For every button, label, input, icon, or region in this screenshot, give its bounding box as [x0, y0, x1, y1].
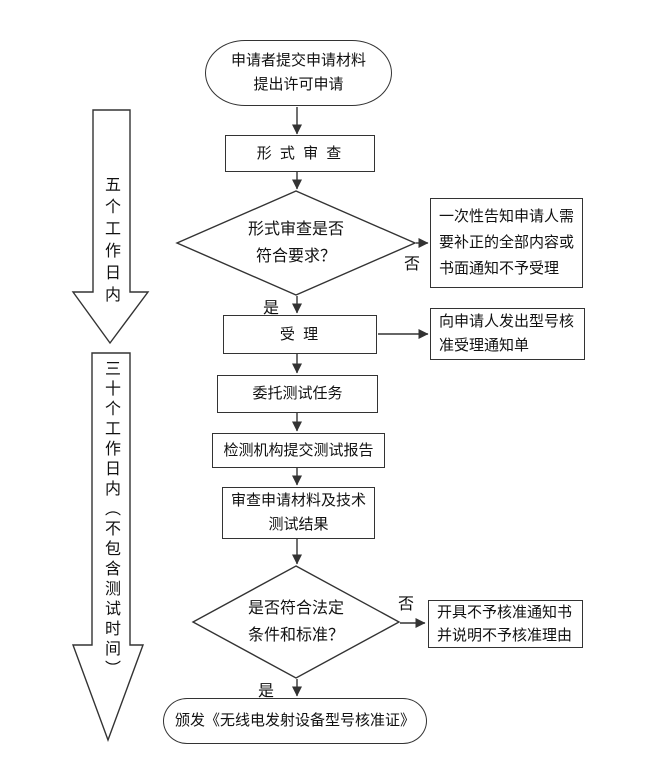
timeline-arrow-five-days-icon: [71, 109, 150, 345]
node-formal-review: 形 式 审 查: [225, 135, 375, 172]
node-notice-acceptance: 向申请人发出型号核 准受理通知单: [430, 308, 585, 360]
node-notice-rejection: 开具不予核准通知书 并说明不予核准理由: [428, 600, 583, 648]
node-review-materials: 审查申请材料及技术 测试结果: [222, 487, 375, 539]
decision1-diamond: [175, 190, 417, 296]
node-decision2-label: 是否符合法定 条件和标准？: [247, 600, 344, 644]
timeline-label-five-days: 五个工作日内: [102, 176, 119, 308]
decision2-no-label: 否: [398, 596, 415, 613]
timeline-label-thirty-days: 三十个工作日内（不包含测试时间）: [102, 360, 119, 680]
node-submit-report: 检测机构提交测试报告: [212, 433, 385, 468]
decision1-yes-label: 是: [263, 300, 280, 317]
node-end-terminator: 颁发《无线电发射设备型号核准证》: [163, 698, 427, 744]
node-notice-correction: 一次性告知申请人需 要补正的全部内容或 书面通知不予受理: [430, 198, 583, 288]
decision2-yes-label: 是: [258, 683, 275, 700]
decision2-diamond: [191, 565, 401, 679]
node-start-terminator: 申请者提交申请材料 提出许可申请: [205, 40, 392, 106]
node-accept: 受 理: [223, 315, 377, 354]
node-delegate-test: 委托测试任务: [217, 375, 378, 413]
decision1-no-label: 否: [404, 256, 421, 273]
timeline-arrow-thirty-days-icon: [71, 352, 145, 743]
node-decision1-label: 形式审查是否 符合要求？: [247, 221, 344, 265]
